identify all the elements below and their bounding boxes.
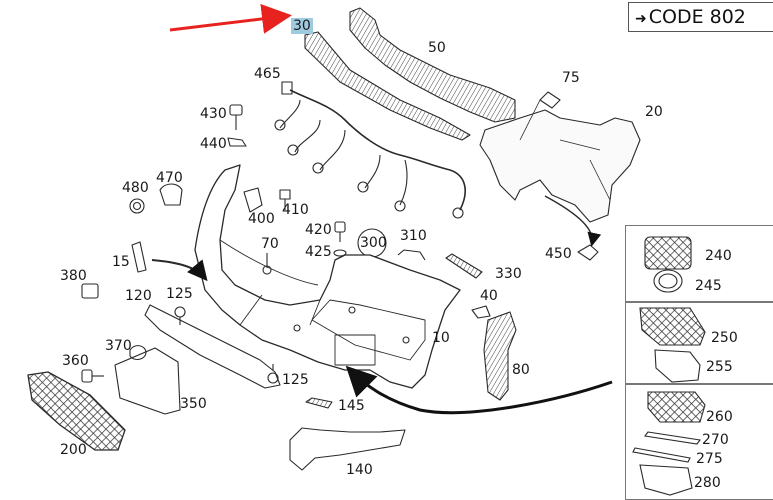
- callout-440[interactable]: 440: [200, 136, 227, 152]
- callout-310[interactable]: 310: [400, 228, 427, 244]
- callout-140[interactable]: 140: [346, 462, 373, 478]
- callout-40[interactable]: 40: [480, 288, 498, 304]
- callout-240[interactable]: 240: [705, 248, 732, 264]
- callout-200[interactable]: 200: [60, 442, 87, 458]
- callout-410[interactable]: 410: [282, 202, 309, 218]
- part-30-strip: [304, 31, 471, 141]
- variant-panel-2: [625, 302, 773, 384]
- callout-260[interactable]: 260: [706, 409, 733, 425]
- callout-465[interactable]: 465: [254, 66, 281, 82]
- callout-70[interactable]: 70: [261, 236, 279, 252]
- callout-20[interactable]: 20: [645, 104, 663, 120]
- callout-275[interactable]: 275: [696, 451, 723, 467]
- callout-280[interactable]: 280: [694, 475, 721, 491]
- callout-370[interactable]: 370: [105, 338, 132, 354]
- callout-425[interactable]: 425: [305, 244, 332, 260]
- callout-125-upper[interactable]: 125: [166, 286, 193, 302]
- part-50-absorber: [349, 7, 516, 123]
- callout-400[interactable]: 400: [248, 211, 275, 227]
- callout-80[interactable]: 80: [512, 362, 530, 378]
- callout-10[interactable]: 10: [432, 330, 450, 346]
- callout-330[interactable]: 330: [495, 266, 522, 282]
- callout-270[interactable]: 270: [702, 432, 729, 448]
- callout-145[interactable]: 145: [338, 398, 365, 414]
- part-350-plate: [114, 347, 181, 415]
- part-20-bracket: [479, 109, 641, 223]
- part-200-grille: [27, 371, 126, 451]
- callout-480[interactable]: 480: [122, 180, 149, 196]
- callout-430[interactable]: 430: [200, 106, 227, 122]
- code-label: CODE 802: [648, 6, 746, 28]
- arrow-right-icon: ➜: [635, 11, 647, 27]
- callout-250[interactable]: 250: [711, 330, 738, 346]
- callout-125-lower[interactable]: 125: [282, 372, 309, 388]
- callout-255[interactable]: 255: [706, 359, 733, 375]
- callout-30[interactable]: 30: [291, 18, 313, 34]
- code-802-box: ➜CODE 802: [628, 2, 773, 32]
- callout-15[interactable]: 15: [112, 254, 130, 270]
- callout-50[interactable]: 50: [428, 40, 446, 56]
- part-465-harness: [289, 89, 466, 211]
- part-120-lip: [144, 304, 281, 389]
- callout-470[interactable]: 470: [156, 170, 183, 186]
- callout-300[interactable]: 300: [360, 235, 387, 251]
- variant-panel-1: [625, 225, 773, 302]
- callout-380[interactable]: 380: [60, 268, 87, 284]
- callout-360[interactable]: 360: [62, 353, 89, 369]
- callout-450[interactable]: 450: [545, 246, 572, 262]
- pointer-arrow: [169, 3, 292, 34]
- part-10-bumper: [194, 164, 461, 389]
- callout-245[interactable]: 245: [695, 278, 722, 294]
- part-140-cover: [289, 427, 406, 471]
- callout-420[interactable]: 420: [305, 222, 332, 238]
- callout-350[interactable]: 350: [180, 396, 207, 412]
- callout-75[interactable]: 75: [562, 70, 580, 86]
- callout-120[interactable]: 120: [125, 288, 152, 304]
